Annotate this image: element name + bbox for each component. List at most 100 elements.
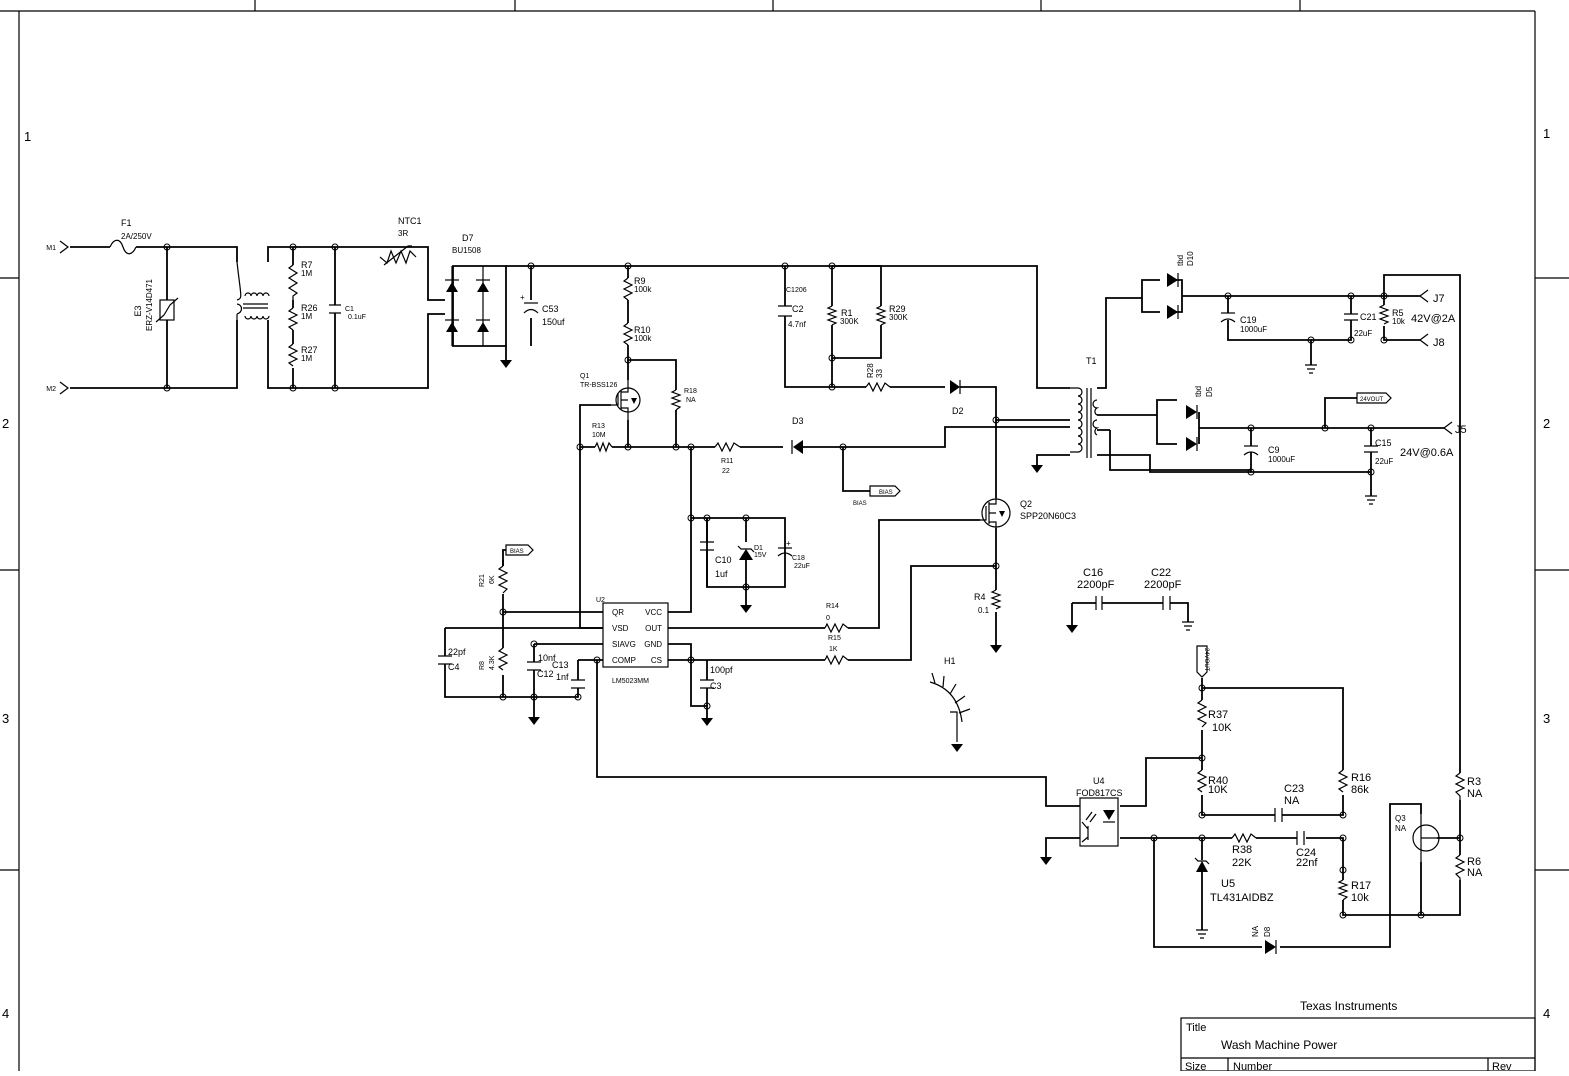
value-r18: NA xyxy=(686,397,696,404)
connector-j7: J7 42V@2A xyxy=(1411,289,1456,325)
net-label-24vout: 24VOUT xyxy=(1356,392,1392,404)
ref-c18: C18 xyxy=(792,555,805,562)
ref-c1: C1 xyxy=(345,306,354,313)
pin-out: OUT xyxy=(645,624,662,633)
ground-symbol xyxy=(990,645,1002,653)
ref-r38: R38 xyxy=(1232,844,1252,856)
ground-symbol xyxy=(951,744,963,752)
ref-r40: R40 xyxy=(1208,775,1228,787)
ref-c24: C24 xyxy=(1296,847,1316,859)
row-label-1: 1 xyxy=(24,129,31,144)
value-d7: BU1508 xyxy=(452,246,481,255)
ref-u2: U2 xyxy=(596,597,605,604)
transistor-q3: Q3 NA xyxy=(1395,814,1440,862)
resistor-r40: R40 10K xyxy=(1196,769,1228,796)
value-r10: 100k xyxy=(634,334,652,343)
ref-r1: R1 xyxy=(841,308,853,318)
ground-symbol xyxy=(1040,857,1052,865)
value-r13: 10M xyxy=(592,432,606,439)
ref-c22: C22 xyxy=(1151,567,1171,579)
value-e3: ERZ-V14D471 xyxy=(145,278,154,331)
net-24vout-label-2: 24VOUT xyxy=(1203,648,1209,672)
resistor-r8: R8 4.3K xyxy=(479,647,509,671)
pin-vsd: VSD xyxy=(612,624,629,633)
thermistor-ntc1: NTC1 3R xyxy=(379,216,422,266)
title-block: Texas Instruments Title Wash Machine Pow… xyxy=(1180,999,1536,1073)
ref-r18: R18 xyxy=(684,388,697,395)
ref-c2: C2 xyxy=(792,304,804,314)
ref-d2: D2 xyxy=(952,406,964,416)
value-r38: 22K xyxy=(1232,857,1252,869)
ref-r21: R21 xyxy=(479,574,486,587)
value-r29: 300K xyxy=(889,313,908,322)
capacitor-c21: C21 22uF xyxy=(1344,312,1377,338)
ground-symbol xyxy=(740,605,752,613)
dual-diode-d5: tbd D5 xyxy=(1186,386,1214,451)
resistor-r10: R10 100k xyxy=(622,322,652,346)
ref-c16: C16 xyxy=(1083,567,1103,579)
value-c22: 2200pF xyxy=(1144,579,1182,591)
pin-comp: COMP xyxy=(612,656,636,665)
ref-r28: R28 xyxy=(866,363,875,378)
value-c16: 2200pF xyxy=(1077,579,1115,591)
ref-r11: R11 xyxy=(721,458,733,465)
resistor-r7: R7 1M xyxy=(287,260,313,300)
pin-vcc: VCC xyxy=(645,608,662,617)
row-label-4-right: 4 xyxy=(1543,1006,1550,1021)
resistor-r17: R17 10k xyxy=(1337,879,1371,904)
value-q2: SPP20N60C3 xyxy=(1020,511,1076,521)
value-r37: 10K xyxy=(1212,722,1232,734)
resistor-r1: R1 300K xyxy=(826,305,859,326)
value-c19: 1000uF xyxy=(1240,325,1267,334)
value-r21: 6K xyxy=(489,575,496,584)
ground-symbol xyxy=(500,360,512,368)
ref-c21: C21 xyxy=(1360,312,1377,322)
value-u2: LM5023MM xyxy=(612,678,649,685)
capacitor-c10: C10 1uf xyxy=(700,541,732,579)
net-bias-caption: BIAS xyxy=(853,501,867,507)
value-c21: 22uF xyxy=(1354,329,1372,338)
capacitor-c1: C1 0.1uF xyxy=(329,304,366,321)
pin-qr: QR xyxy=(612,608,624,617)
value-d8: NA xyxy=(1251,925,1260,937)
ground-symbol xyxy=(1066,625,1078,633)
value-c18: 22uF xyxy=(794,563,810,570)
ref-ntc1: NTC1 xyxy=(398,216,422,226)
pin-cs: CS xyxy=(651,656,662,665)
pin-siavg: SIAVG xyxy=(612,640,636,649)
transformer-t1: T1 xyxy=(1070,356,1100,458)
electrolytic-c9: C9 1000uF xyxy=(1243,445,1295,464)
row-label-3-right: 3 xyxy=(1543,711,1550,726)
connector-m2: M2 xyxy=(46,381,69,395)
capacitor-c3: 100pf C3 xyxy=(700,665,733,691)
capacitor-c24: C24 22nf xyxy=(1296,831,1318,869)
mosfet-q2: Q2 SPP20N60C3 xyxy=(980,498,1076,528)
ref-c15: C15 xyxy=(1375,438,1392,448)
common-mode-choke xyxy=(236,261,270,320)
capacitor-c23: C23 NA xyxy=(1274,783,1304,822)
row-label-2-right: 2 xyxy=(1543,416,1550,431)
value-c53: 150uf xyxy=(542,317,565,327)
value-r40: 10K xyxy=(1208,784,1228,796)
value-r6: NA xyxy=(1467,867,1483,879)
value-r28: 33 xyxy=(875,369,884,378)
diode-d2: D2 xyxy=(950,380,964,416)
ref-r9: R9 xyxy=(634,276,646,286)
ref-c13: C13 xyxy=(552,660,569,670)
rev-label: Rev xyxy=(1492,1061,1512,1071)
ref-u4: U4 xyxy=(1093,776,1105,786)
ref-r14: R14 xyxy=(826,603,839,610)
value-j5: 24V@0.6A xyxy=(1400,447,1454,459)
resistor-r37: R37 10K xyxy=(1196,699,1232,734)
value-r16: 86k xyxy=(1351,784,1369,796)
electrolytic-c53: + C53 150uf xyxy=(520,293,565,327)
value-r4: 0.1 xyxy=(978,606,990,615)
ref-f1: F1 xyxy=(121,218,132,228)
resistor-r15: R15 1K xyxy=(824,635,849,666)
company-name: Texas Instruments xyxy=(1300,999,1397,1013)
ref-c10: C10 xyxy=(715,555,732,565)
value-c24: 22nf xyxy=(1296,857,1318,869)
ref-c19: C19 xyxy=(1240,315,1257,325)
ref-d7: D7 xyxy=(462,233,474,243)
value-r14: 0 xyxy=(826,615,830,622)
